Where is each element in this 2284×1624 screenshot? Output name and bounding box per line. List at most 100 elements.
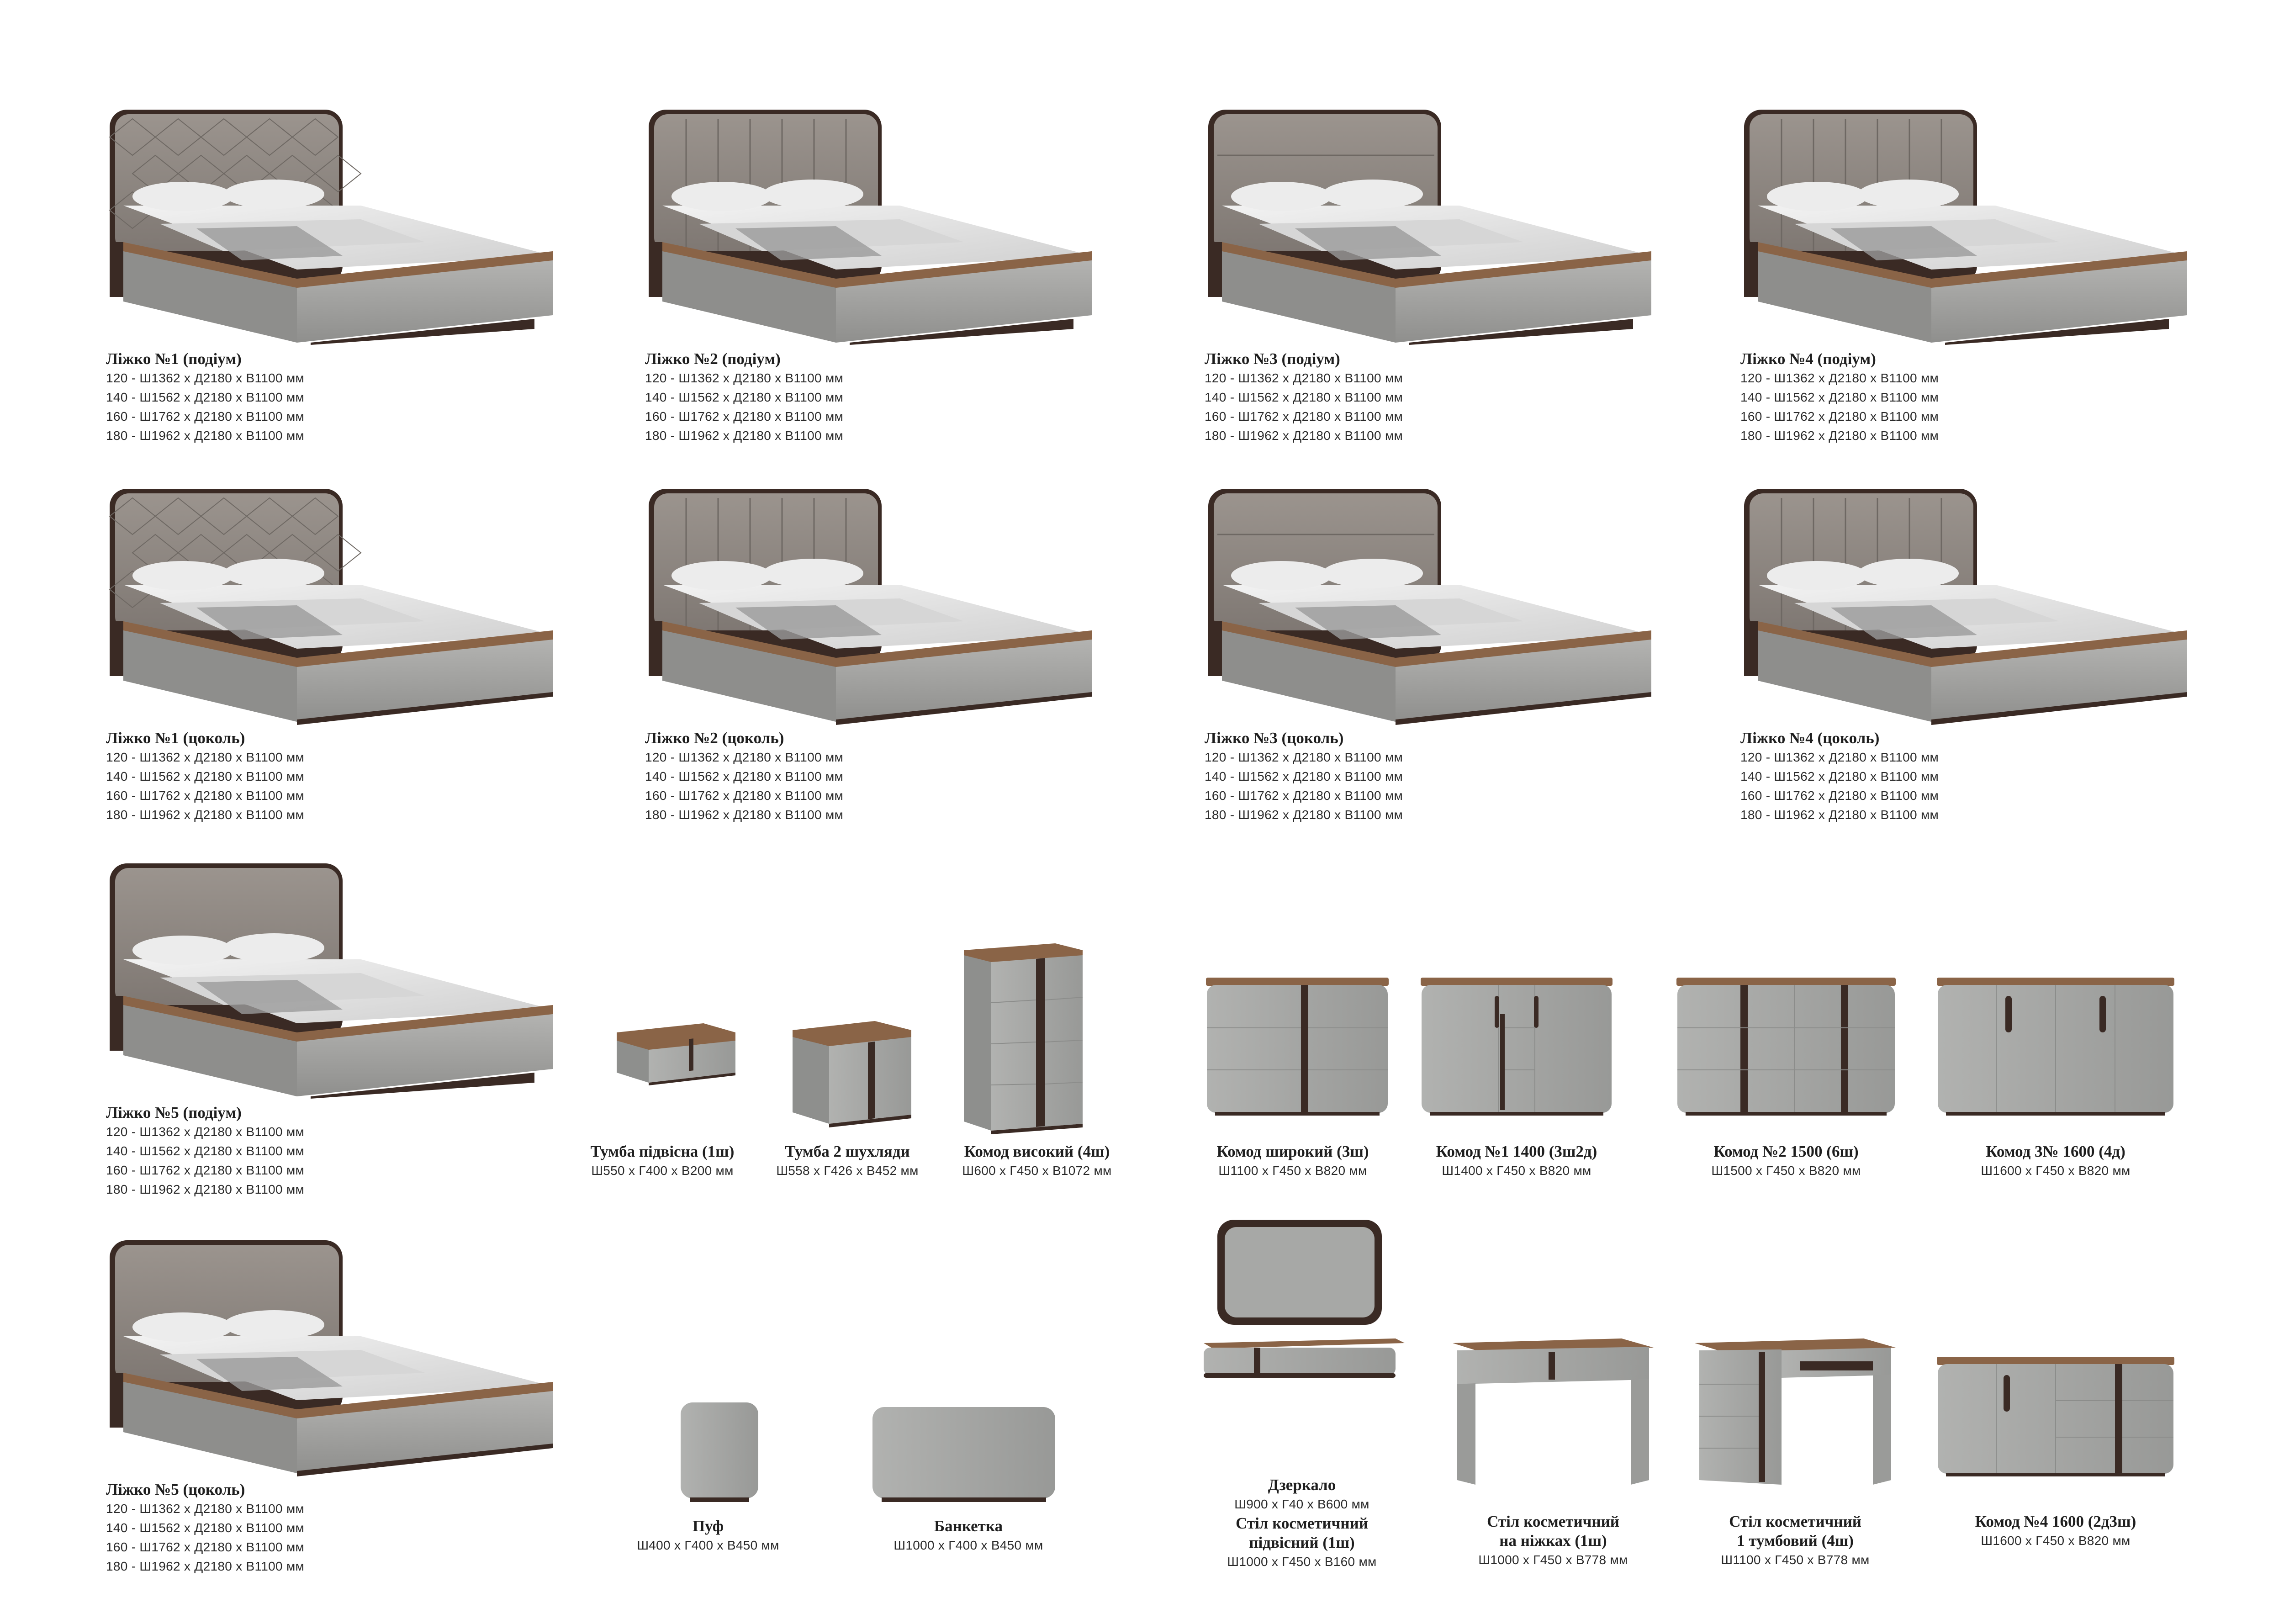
product-title: Банкетка — [934, 1517, 1003, 1535]
product-tall-chest: Комод високий (4ш) Ш600 х Г450 х В1072 м… — [946, 932, 1128, 1192]
size-line: 140 - Ш1562 х Д2180 х В1100 мм — [1205, 769, 1403, 783]
product-pouf: Пуф Ш400 х Г400 х В450 мм — [630, 1384, 786, 1567]
mirror-dims: Ш900 х Г40 х В600 мм — [1234, 1497, 1369, 1511]
bed-title: Ліжко №3 (цоколь) — [1205, 729, 1344, 747]
hanging-desk-title-1: Стіл косметичний — [1236, 1514, 1368, 1532]
product-hanging-nightstand: Тумба підвісна (1ш) Ш550 х Г400 х В200 м… — [580, 932, 745, 1192]
size-line: 160 - Ш1762 х Д2180 х В1100 мм — [106, 1540, 305, 1554]
product-title: Комод високий (4ш) — [964, 1143, 1110, 1160]
size-line: 160 - Ш1762 х Д2180 х В1100 мм — [1740, 788, 1939, 803]
tall-chest-image — [964, 943, 1083, 1134]
size-line: 120 - Ш1362 х Д2180 х В1100 мм — [1205, 371, 1403, 385]
size-line: 140 - Ш1562 х Д2180 х В1100 мм — [106, 1144, 305, 1158]
size-line: 140 - Ш1562 х Д2180 х В1100 мм — [645, 390, 844, 404]
size-line: 120 - Ш1362 х Д2180 х В1100 мм — [1740, 750, 1939, 764]
size-line: 140 - Ш1562 х Д2180 х В1100 мм — [1205, 390, 1403, 404]
dressing-table-cabinet-image — [1695, 1338, 1896, 1485]
size-line: 140 - Ш1562 х Д2180 х В1100 мм — [106, 390, 305, 404]
product-title: Комод №1 1400 (3ш2д) — [1436, 1143, 1597, 1160]
size-line: 160 - Ш1762 х Д2180 х В1100 мм — [645, 409, 844, 423]
product-title: Пуф — [692, 1517, 724, 1535]
product-nightstand-2-drawers: Тумба 2 шухляди Ш558 х Г426 х В452 мм — [763, 932, 932, 1192]
hanging-desk-image — [1204, 1338, 1405, 1378]
size-line: 120 - Ш1362 х Д2180 х В1100 мм — [106, 371, 305, 385]
size-line: 180 - Ш1962 х Д2180 х В1100 мм — [106, 1182, 305, 1196]
product-wide-chest: Комод широкий (3ш) Ш1100 х Г450 х В820 м… — [1188, 959, 1398, 1192]
size-line: 180 - Ш1962 х Д2180 х В1100 мм — [645, 428, 844, 443]
product-chest-3-1600: Комод 3№ 1600 (4д) Ш1600 х Г450 х В820 м… — [1928, 959, 2184, 1192]
hanging-desk-title-2: підвісний (1ш) — [1249, 1534, 1355, 1551]
product-dims: Ш400 х Г400 х В450 мм — [637, 1538, 779, 1552]
product-dims: Ш1600 х Г450 х В820 мм — [1981, 1534, 2131, 1548]
size-line: 120 - Ш1362 х Д2180 х В1100 мм — [1740, 371, 1939, 385]
size-line: 140 - Ш1562 х Д2180 х В1100 мм — [1740, 390, 1939, 404]
size-line: 180 - Ш1962 х Д2180 х В1100 мм — [1205, 428, 1403, 443]
product-title: Комод №4 1600 (2д3ш) — [1975, 1513, 2136, 1530]
bench-image — [872, 1407, 1055, 1502]
chest-1500-image — [1676, 978, 1896, 1116]
size-line: 120 - Ш1362 х Д2180 х В1100 мм — [1205, 750, 1403, 764]
size-line: 140 - Ш1562 х Д2180 х В1100 мм — [106, 769, 305, 783]
bed-title: Ліжко №2 (цоколь) — [645, 729, 784, 747]
product-title-2: 1 тумбовий (4ш) — [1737, 1532, 1854, 1550]
bed-image — [1204, 105, 1660, 347]
size-line: 180 - Ш1962 х Д2180 х В1100 мм — [645, 808, 844, 822]
product-dims: Ш1000 х Г450 х В778 мм — [1478, 1553, 1628, 1567]
bed-image — [644, 484, 1101, 726]
bed-title: Ліжко №4 (подіум) — [1740, 350, 1876, 368]
size-line: 180 - Ш1962 х Д2180 х В1100 мм — [1205, 808, 1403, 822]
size-line: 160 - Ш1762 х Д2180 х В1100 мм — [106, 409, 305, 423]
bed-title: Ліжко №5 (цоколь) — [106, 1481, 245, 1498]
size-line: 160 - Ш1762 х Д2180 х В1100 мм — [106, 1163, 305, 1177]
nightstand-image — [793, 1021, 911, 1127]
chest-4-1600-image — [1937, 1357, 2174, 1476]
size-line: 140 - Ш1562 х Д2180 х В1100 мм — [645, 769, 844, 783]
size-line: 120 - Ш1362 х Д2180 х В1100 мм — [645, 371, 844, 385]
product-dims: Ш1500 х Г450 х В820 мм — [1711, 1164, 1861, 1178]
size-line: 160 - Ш1762 х Д2180 х В1100 мм — [1205, 409, 1403, 423]
product-mirror-and-hanging-desk: Дзеркало Ш900 х Г40 х В600 мм Стіл косме… — [1192, 1215, 1412, 1590]
mirror-title: Дзеркало — [1268, 1476, 1336, 1494]
chest-1400-image — [1421, 978, 1613, 1116]
product-chest-1-1400: Комод №1 1400 (3ш2д) Ш1400 х Г450 х В820… — [1407, 959, 1626, 1192]
size-line: 180 - Ш1962 х Д2180 х В1100 мм — [106, 428, 305, 443]
size-line: 180 - Ш1962 х Д2180 х В1100 мм — [106, 808, 305, 822]
product-title: Тумба 2 шухляди — [785, 1143, 910, 1160]
bed-image — [1204, 484, 1660, 726]
product-bench: Банкетка Ш1000 х Г400 х В450 мм — [868, 1384, 1069, 1567]
size-line: 160 - Ш1762 х Д2180 х В1100 мм — [1205, 788, 1403, 803]
size-line: 160 - Ш1762 х Д2180 х В1100 мм — [645, 788, 844, 803]
hanging-nightstand-image — [617, 1023, 735, 1085]
product-title: Комод 3№ 1600 (4д) — [1986, 1143, 2125, 1160]
bed-title: Ліжко №1 (подіум) — [106, 350, 242, 368]
bed-image — [105, 1236, 562, 1478]
product-title: Тумба підвісна (1ш) — [590, 1143, 735, 1160]
product-dressing-table-legs: Стіл косметичний на ніжках (1ш) Ш1000 х … — [1443, 1325, 1663, 1590]
size-line: 140 - Ш1562 х Д2180 х В1100 мм — [106, 1521, 305, 1535]
mirror-image — [1217, 1220, 1382, 1325]
bed-image — [1739, 484, 2196, 726]
bed-title: Ліжко №4 (цоколь) — [1740, 729, 1880, 747]
dressing-table-legs-image — [1453, 1338, 1654, 1485]
product-chest-2-1500: Комод №2 1500 (6ш) Ш1500 х Г450 х В820 м… — [1663, 959, 1909, 1192]
product-title: Комод широкий (3ш) — [1216, 1143, 1369, 1160]
bed-image — [105, 105, 562, 347]
wide-chest-image — [1206, 978, 1389, 1116]
bed-image — [1739, 105, 2196, 347]
product-dims: Ш1100 х Г450 х В820 мм — [1218, 1164, 1367, 1178]
size-line: 120 - Ш1362 х Д2180 х В1100 мм — [106, 1125, 305, 1139]
product-title-2: на ніжках (1ш) — [1499, 1532, 1607, 1550]
size-line: 160 - Ш1762 х Д2180 х В1100 мм — [106, 788, 305, 803]
bed-image — [105, 859, 562, 1101]
product-dims: Ш1400 х Г450 х В820 мм — [1442, 1164, 1591, 1178]
size-line: 180 - Ш1962 х Д2180 х В1100 мм — [1740, 428, 1939, 443]
size-line: 140 - Ш1562 х Д2180 х В1100 мм — [1740, 769, 1939, 783]
chest-1600-image — [1937, 978, 2174, 1116]
size-line: 120 - Ш1362 х Д2180 х В1100 мм — [106, 1502, 305, 1516]
bed-image — [644, 105, 1101, 347]
size-line: 120 - Ш1362 х Д2180 х В1100 мм — [645, 750, 844, 764]
product-dims: Ш550 х Г400 х В200 мм — [591, 1164, 734, 1178]
size-line: 180 - Ш1962 х Д2180 х В1100 мм — [1740, 808, 1939, 822]
bed-title: Ліжко №1 (цоколь) — [106, 729, 245, 747]
hanging-desk-dims: Ш1000 х Г450 х В160 мм — [1227, 1555, 1377, 1569]
